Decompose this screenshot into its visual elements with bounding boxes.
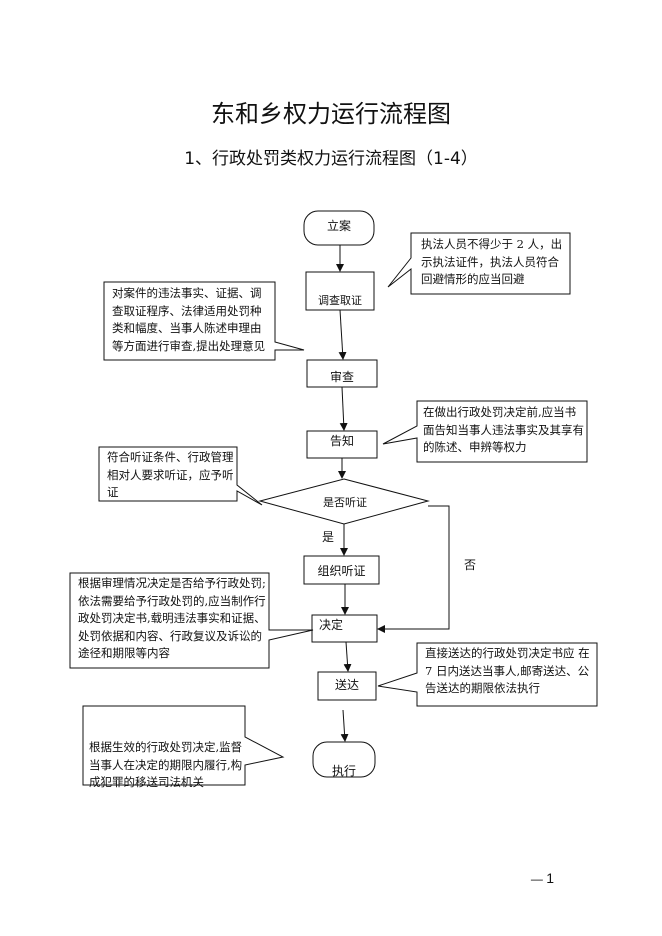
decide-label: 决定 bbox=[318, 618, 343, 632]
deliver-note: 直接送达的行政处罚决定书应 在 7 日内送达当事人,邮寄送达、公告送达的期限依法… bbox=[425, 646, 590, 695]
no-label: 否 bbox=[464, 558, 477, 572]
investigate-note: 执法人员不得少于 2 人，出示执法证件，执法人员符合回避情形的应当回避 bbox=[421, 237, 563, 286]
execute-label: 执行 bbox=[331, 764, 356, 778]
investigate-label: 调查取证 bbox=[318, 294, 362, 307]
notify-label: 告知 bbox=[329, 434, 354, 448]
hearing-note: 符合听证条件、行政管理相对人要求听证，应予听证 bbox=[107, 450, 234, 499]
decide-note: 根据审理情况决定是否给予行政处罚;依法需要给予行政处罚的,应当制作行政处罚决定书… bbox=[78, 576, 266, 660]
page-number: — 1 bbox=[530, 870, 554, 886]
start-node bbox=[303, 210, 375, 246]
callout-investigate bbox=[387, 232, 571, 295]
execute-node bbox=[312, 741, 376, 778]
page-subtitle: 1、行政处罚类权力运行流程图（1-4） bbox=[184, 149, 478, 169]
arrow-investigate-review bbox=[338, 309, 347, 360]
deliver-label: 送达 bbox=[334, 678, 359, 692]
decision-label: 是否听证 bbox=[323, 496, 367, 509]
callout-review bbox=[103, 281, 305, 361]
hearing-node bbox=[303, 555, 380, 585]
deliver-node bbox=[317, 671, 377, 701]
callout-notify bbox=[382, 400, 588, 463]
review-node bbox=[306, 359, 378, 388]
arrow-decide-deliver bbox=[343, 641, 352, 672]
notify-node bbox=[306, 430, 378, 459]
callout-hearing bbox=[98, 446, 263, 506]
review-label: 审查 bbox=[329, 370, 354, 384]
arrow-deliver-execute bbox=[340, 709, 349, 742]
callout-deliver bbox=[377, 642, 598, 707]
page-title: 东和乡权力运行流程图 bbox=[211, 100, 451, 128]
investigate-node bbox=[305, 271, 375, 311]
callout-execute bbox=[82, 705, 285, 786]
hearing-label: 组织听证 bbox=[317, 564, 366, 578]
yes-label: 是 bbox=[322, 530, 335, 544]
start-label: 立案 bbox=[326, 219, 351, 233]
arrow-no-path bbox=[377, 505, 450, 633]
notify-note: 在做出行政处罚决定前,应当书面告知当事人违法事实及其享有的陈述、申辨等权力 bbox=[423, 405, 584, 454]
arrow-review-notify bbox=[339, 386, 348, 431]
review-note: 对案件的违法事实、证据、调查取证程序、法律适用处罚种类和幅度、当事人陈述申理由等… bbox=[112, 286, 266, 353]
execute-note: 根据生效的行政处罚决定,监督当事人在决定的期限内履行,构成犯罪的移送司法机关 bbox=[89, 740, 243, 789]
callout-decide bbox=[69, 572, 314, 669]
